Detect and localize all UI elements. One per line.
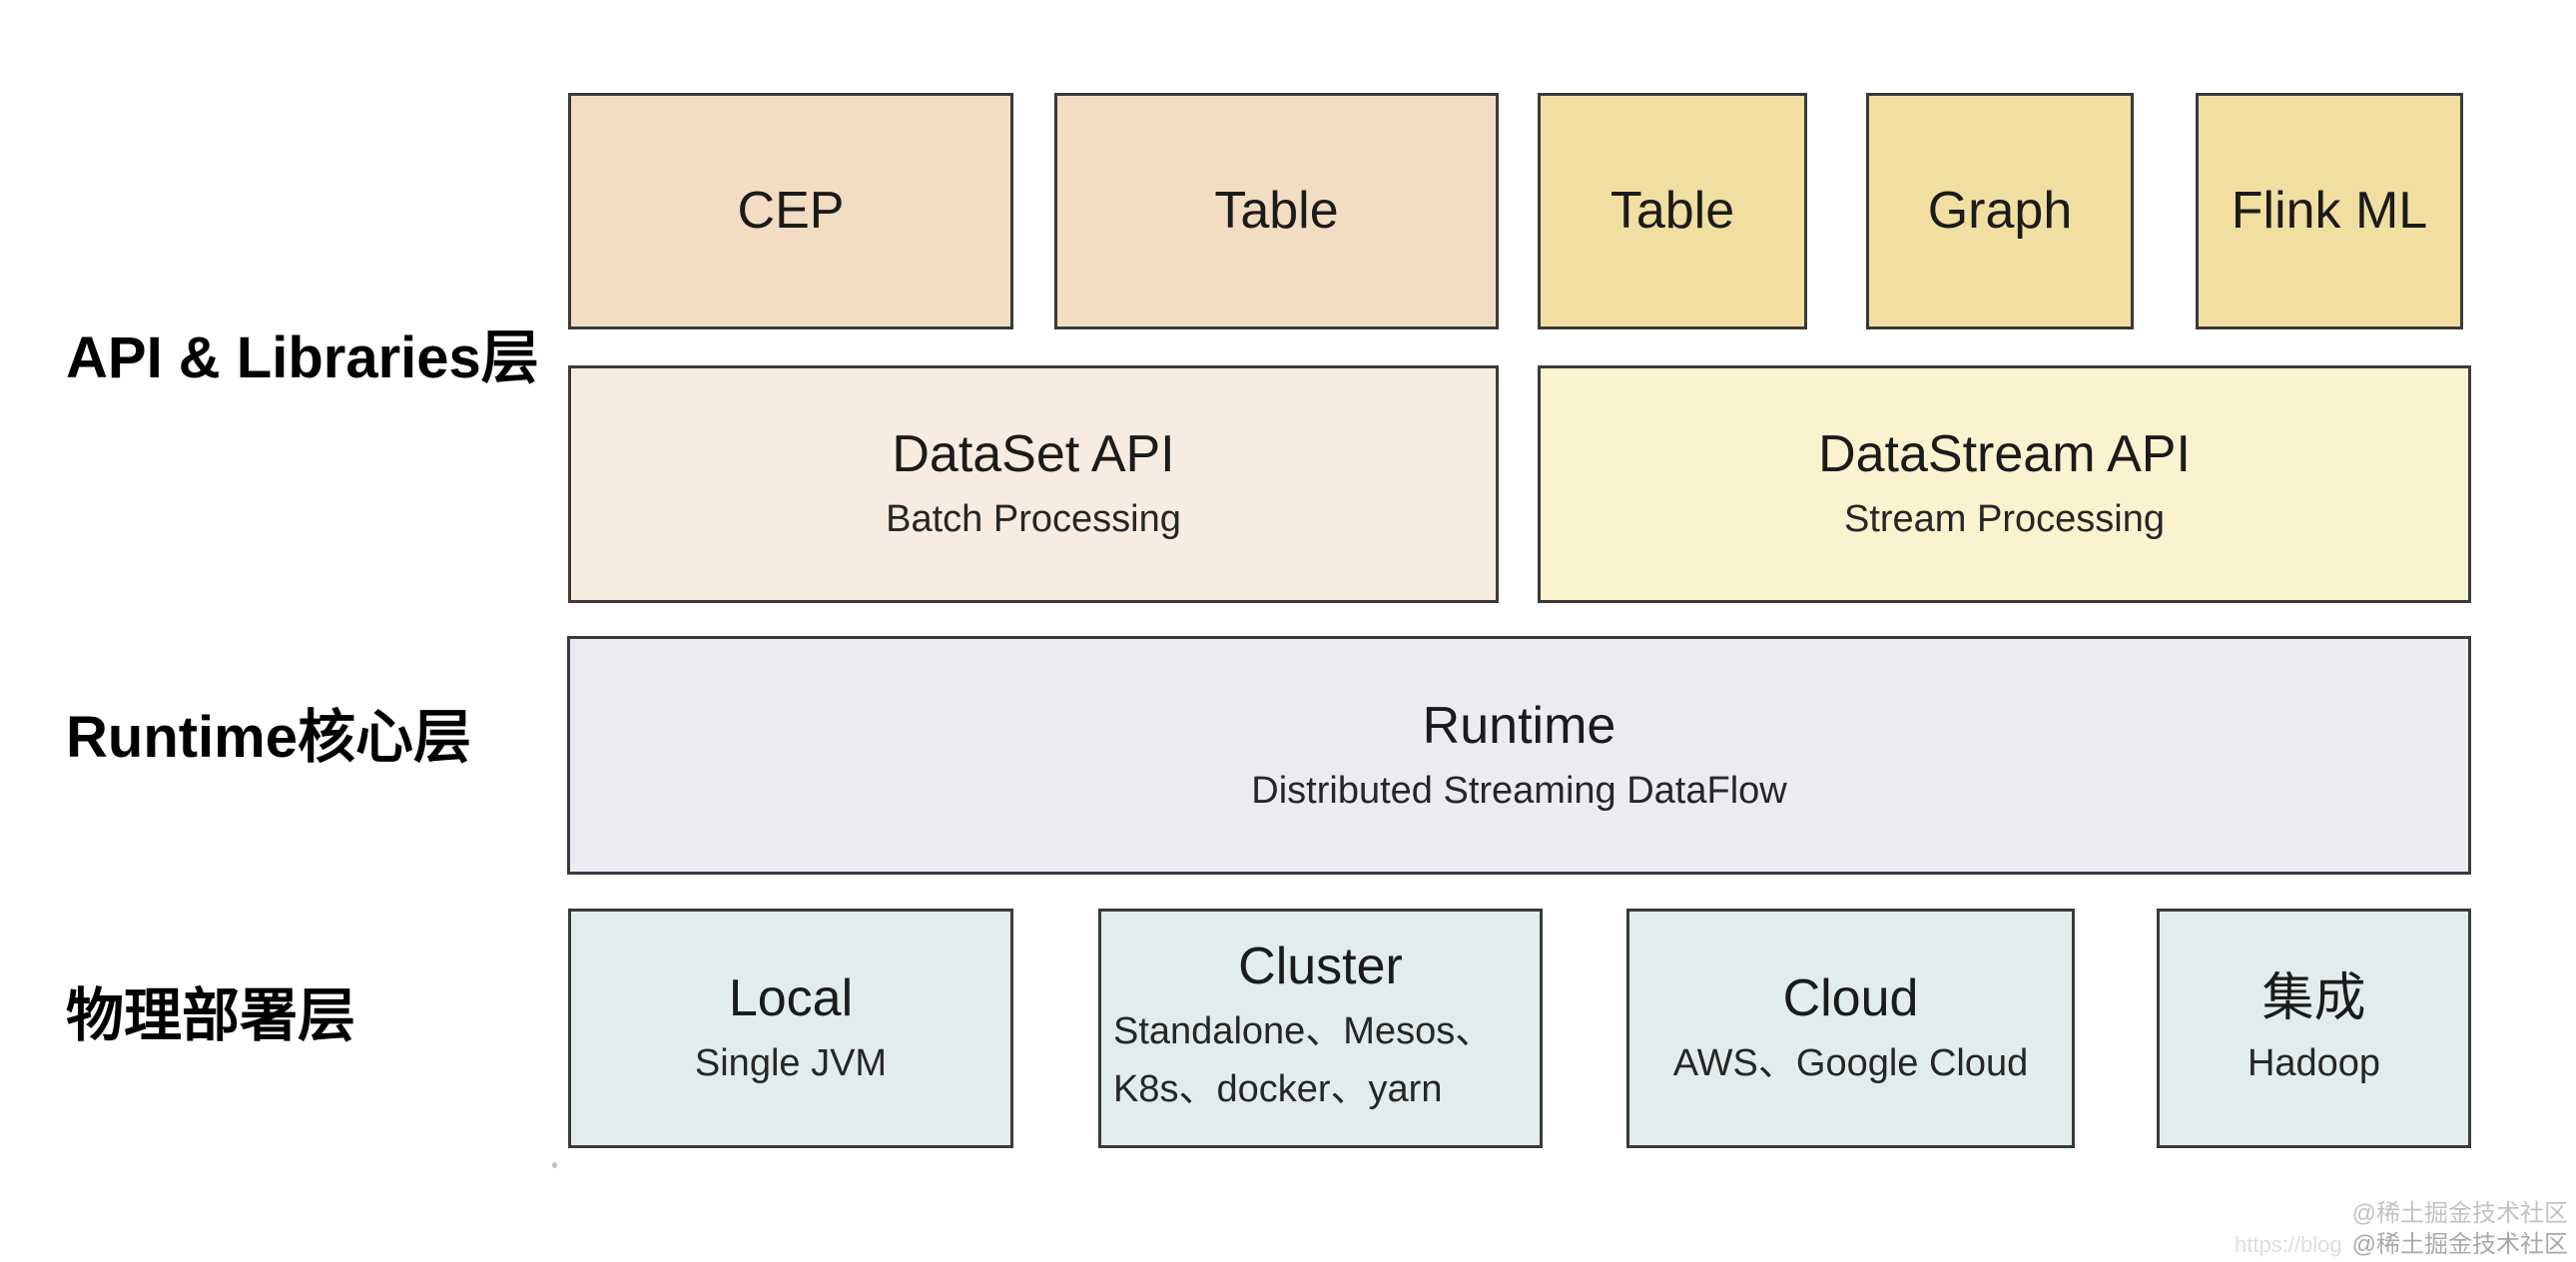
box-flink-ml-title: Flink ML: [2231, 182, 2428, 241]
watermark: @稀土掘金技术社区 https://blog @稀土掘金技术社区: [2235, 1198, 2568, 1260]
box-cep: CEP: [568, 93, 1013, 329]
box-dataset-api-subtitle: Batch Processing: [886, 498, 1181, 541]
watermark-line-1: @稀土掘金技术社区: [2351, 1200, 2568, 1227]
box-table-stream-title: Table: [1610, 182, 1735, 241]
box-table-batch-title: Table: [1214, 182, 1339, 241]
box-integration: 集成 Hadoop: [2157, 909, 2471, 1148]
box-integration-title: 集成: [2261, 969, 2366, 1028]
box-cluster-title: Cluster: [1238, 938, 1403, 996]
box-datastream-api-subtitle: Stream Processing: [1843, 498, 2165, 541]
stray-dot-artifact: [552, 1162, 557, 1168]
box-flink-ml: Flink ML: [2196, 93, 2463, 329]
layer-label-physical-deploy: 物理部署层: [66, 983, 356, 1048]
box-datastream-api: DataStream API Stream Processing: [1538, 365, 2471, 603]
box-table-stream: Table: [1538, 93, 1807, 329]
box-runtime: Runtime Distributed Streaming DataFlow: [567, 636, 2471, 875]
box-runtime-subtitle: Distributed Streaming DataFlow: [1251, 769, 1787, 812]
box-cluster-line-2: K8s、docker、yarn: [1113, 1068, 1443, 1111]
box-integration-subtitle: Hadoop: [2247, 1042, 2381, 1085]
box-cloud-subtitle: AWS、Google Cloud: [1672, 1042, 2029, 1085]
watermark-url-fragment: https://blog: [2234, 1232, 2342, 1257]
box-runtime-title: Runtime: [1422, 696, 1616, 755]
box-graph-title: Graph: [1927, 182, 2073, 241]
layer-label-api-libraries: API & Libraries层: [66, 325, 539, 390]
box-cluster: Cluster Standalone、Mesos、 K8s、docker、yar…: [1098, 909, 1543, 1148]
box-local-title: Local: [728, 969, 854, 1028]
box-table-batch: Table: [1054, 93, 1499, 329]
box-graph: Graph: [1866, 93, 2134, 329]
box-cloud: Cloud AWS、Google Cloud: [1626, 909, 2075, 1148]
box-local: Local Single JVM: [568, 909, 1013, 1148]
box-cep-title: CEP: [737, 182, 845, 241]
box-local-subtitle: Single JVM: [694, 1042, 888, 1085]
box-dataset-api: DataSet API Batch Processing: [568, 365, 1499, 603]
box-datastream-api-title: DataStream API: [1818, 425, 2191, 484]
layer-label-runtime-core: Runtime核心层: [66, 705, 472, 770]
box-cluster-details: Standalone、Mesos、 K8s、docker、yarn: [1101, 1003, 1540, 1119]
box-dataset-api-title: DataSet API: [892, 425, 1175, 484]
watermark-line-2: https://blog @稀土掘金技术社区: [2235, 1229, 2568, 1260]
watermark-line-2-text: @稀土掘金技术社区: [2351, 1231, 2568, 1258]
box-cloud-title: Cloud: [1782, 969, 1919, 1028]
box-cluster-line-1: Standalone、Mesos、: [1113, 1010, 1494, 1053]
